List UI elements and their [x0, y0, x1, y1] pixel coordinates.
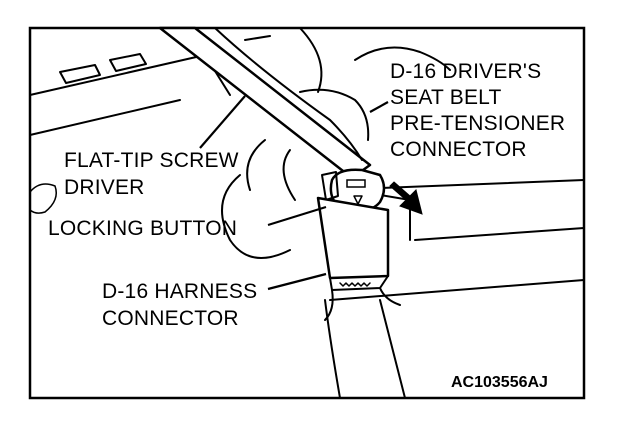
figure-code: AC103556AJ	[451, 374, 548, 391]
screwdriver-label: FLAT-TIP SCREW DRIVER	[64, 149, 245, 199]
seat-rail-structure	[29, 27, 585, 399]
pre-tensioner-connector	[321, 168, 386, 212]
harness-connector	[316, 196, 401, 321]
flat-tip-screwdriver	[158, 26, 372, 180]
driver-connector-label: D-16 DRIVER'S SEAT BELT PRE-TENSIONER CO…	[390, 60, 571, 161]
harness-connector-label: D-16 HARNESS CONNECTOR	[102, 280, 263, 330]
leader-lines	[199, 95, 389, 291]
pull-direction-arrow-icon	[389, 181, 423, 215]
locking-button-label: LOCKING BUTTON	[48, 217, 237, 240]
